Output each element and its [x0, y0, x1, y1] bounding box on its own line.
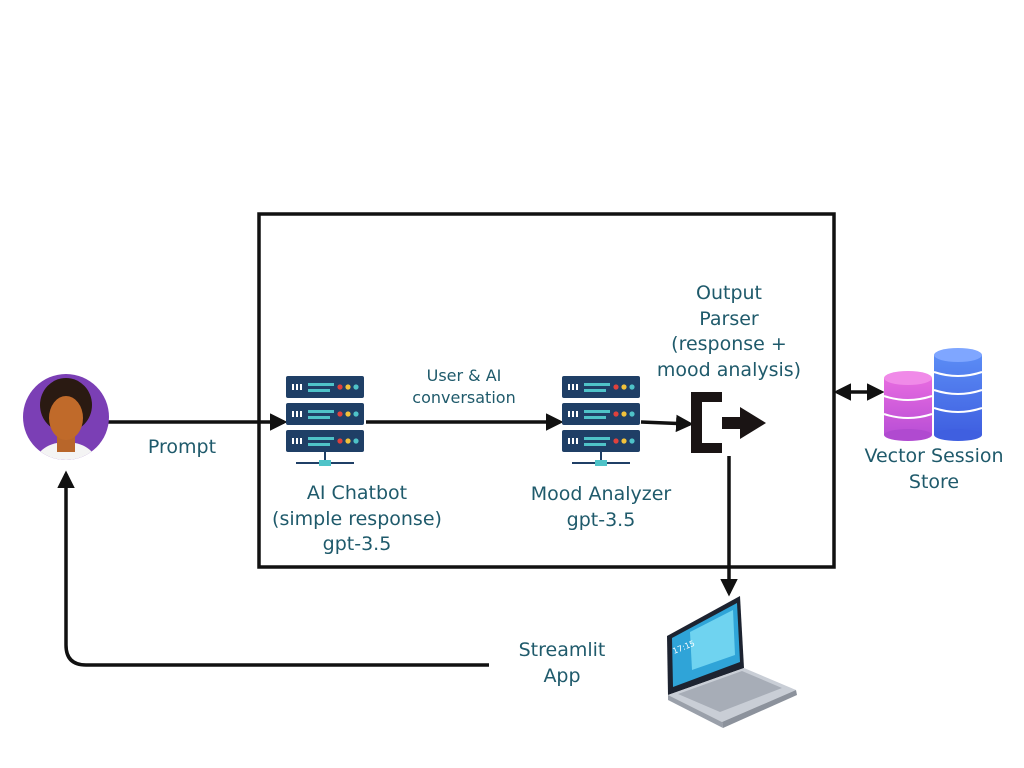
prompt-label: Prompt: [132, 435, 232, 461]
ai-chatbot-name: AI Chatbot: [306, 482, 408, 504]
mood-analyzer-name: Mood Analyzer: [530, 483, 672, 505]
ai-chatbot-model: gpt-3.5: [322, 533, 392, 556]
laptop-icon: 17:15: [667, 596, 797, 728]
prompt-label-text: Prompt: [147, 436, 217, 458]
mood-analyzer-label: Mood Analyzer gpt-3.5: [511, 482, 691, 533]
ai-chatbot-description: (simple response): [272, 507, 442, 530]
output-parser-icon: [691, 392, 766, 453]
vector-store-line-1: Vector Session: [864, 445, 1004, 467]
output-parser-label: Output Parser (response + mood analysis): [644, 281, 814, 384]
database-icon: [883, 348, 983, 441]
user-ai-conversation-label: User & AI conversation: [394, 365, 534, 408]
vector-store-line-2: Store: [908, 470, 960, 493]
streamlit-app-line-1: Streamlit: [518, 639, 606, 661]
ai-chatbot-label: AI Chatbot (simple response) gpt-3.5: [252, 481, 462, 558]
user-ai-conversation-line-2: conversation: [412, 387, 516, 407]
user-ai-conversation-line-1: User & AI: [426, 366, 502, 385]
response-return-arrow: [57, 470, 489, 667]
user-avatar-icon: [23, 374, 109, 460]
mood-to-parser-arrow: [640, 414, 694, 433]
mood-analyzer-model: gpt-3.5: [566, 508, 636, 531]
server-icon: [562, 376, 640, 466]
output-parser-line-1: Output: [696, 282, 762, 304]
vector-store-label: Vector Session Store: [852, 444, 1016, 495]
output-parser-line-3: (response +: [671, 333, 787, 356]
output-parser-line-2: Parser: [699, 307, 759, 330]
server-icon: [286, 376, 364, 466]
streamlit-app-line-2: App: [543, 664, 581, 687]
streamlit-app-label: Streamlit App: [502, 638, 622, 689]
output-parser-line-4: mood analysis): [656, 358, 802, 381]
